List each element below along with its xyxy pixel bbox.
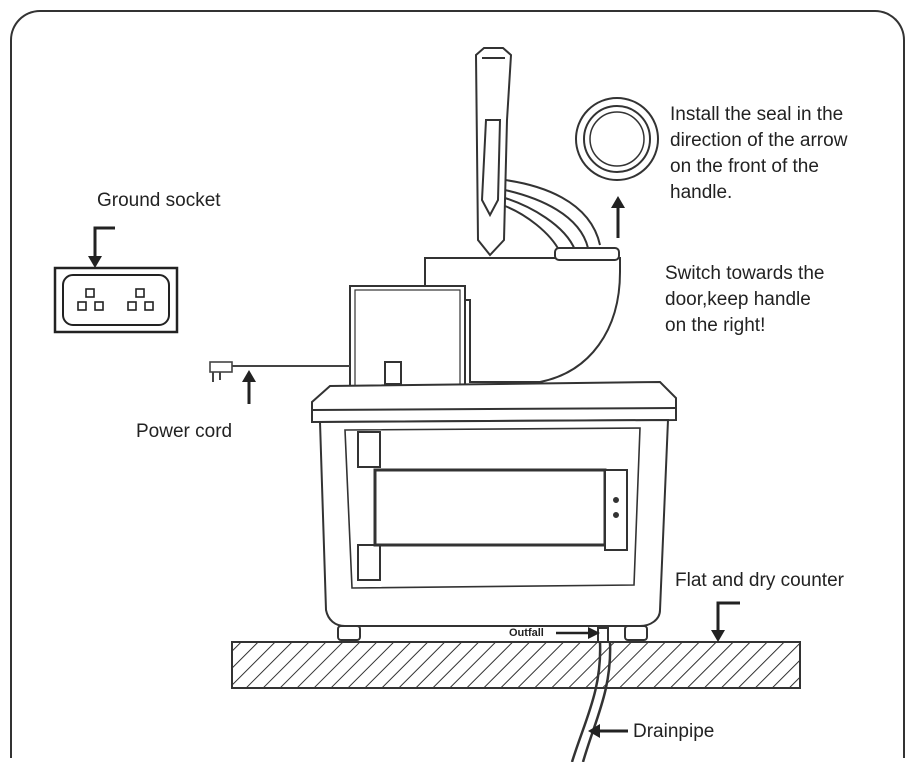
drainpipe-label: Drainpipe [633, 721, 715, 742]
power-cord-drawing [209, 361, 350, 404]
machine-drawing [311, 47, 677, 643]
seal-note-line: on the front of the [670, 156, 819, 177]
switch-note-line: Switch towards the [665, 263, 825, 284]
switch-note-line: door,keep handle [665, 289, 811, 310]
outfall-arrow-icon [556, 627, 600, 639]
counter-arrow-icon [711, 601, 740, 642]
seal-note-line: handle. [670, 182, 733, 203]
seal-note-line: direction of the arrow [670, 130, 848, 151]
drainpipe-drawing [570, 641, 612, 762]
counter-surface [231, 641, 801, 689]
seal-ring-icon [575, 97, 659, 181]
diagram-frame [10, 10, 905, 758]
counter-label: Flat and dry counter [675, 570, 844, 591]
switch-note-line: on the right! [665, 315, 766, 336]
seal-note-line: Install the seal in the [670, 104, 844, 125]
seal-arrow-icon [611, 196, 625, 238]
drainpipe-arrow-icon [588, 724, 628, 738]
ground-socket-label: Ground socket [97, 190, 221, 211]
outfall-label: Outfall [509, 627, 544, 639]
power-cord-label: Power cord [136, 421, 233, 442]
ground-socket-icon [53, 226, 179, 334]
